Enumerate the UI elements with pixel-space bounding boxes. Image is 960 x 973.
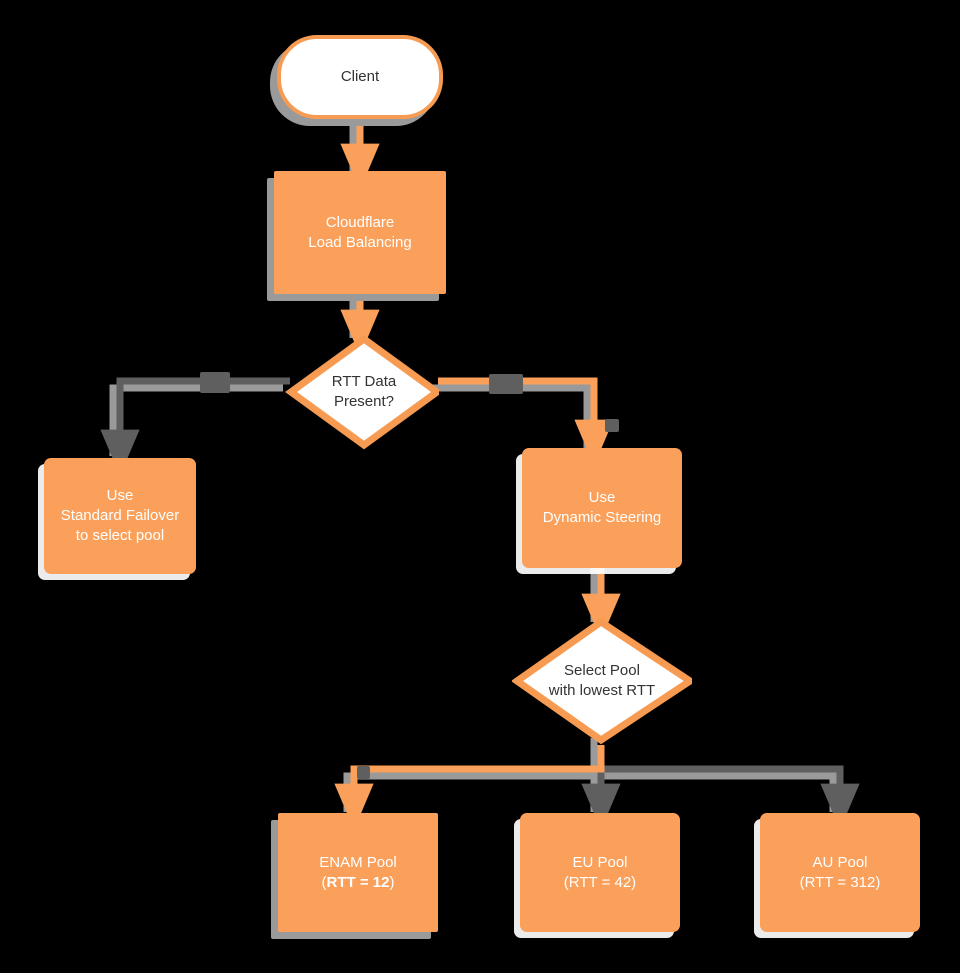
node-load-balancing[interactable]: Cloudflare Load Balancing xyxy=(274,171,446,294)
node-standard-failover[interactable]: Use Standard Failover to select pool xyxy=(44,458,196,574)
edge-label-enam-marker xyxy=(357,766,370,779)
node-client-label: Client xyxy=(340,68,380,86)
edge-label-decision-yes xyxy=(489,374,523,394)
edge-label-decision-no xyxy=(200,372,230,393)
rtt-decision-diamond-shape xyxy=(285,334,439,450)
node-enam-pool-rtt: RTT = 12 xyxy=(326,873,390,891)
node-dynamic-steering-line1: Use xyxy=(588,489,616,507)
node-select-pool[interactable]: Select Pool with lowest RTT xyxy=(512,617,692,745)
node-client[interactable]: Client xyxy=(277,35,443,119)
edge-label-steering-marker xyxy=(605,419,619,432)
node-select-pool-line1: Select Pool xyxy=(564,662,640,680)
node-au-pool-line1: AU Pool xyxy=(812,853,868,871)
select-pool-diamond-shape xyxy=(512,617,692,745)
node-au-pool[interactable]: AU Pool (RTT = 312) xyxy=(760,813,920,932)
node-load-balancing-line1: Cloudflare xyxy=(325,213,395,231)
edge-decision-to-failover xyxy=(100,377,290,476)
node-rtt-decision-label: RTT Data Present? xyxy=(281,333,443,451)
node-enam-pool[interactable]: ENAM Pool (RTT = 12) xyxy=(278,813,438,932)
node-select-pool-label: Select Pool with lowest RTT xyxy=(512,617,692,745)
edge-label-eu-marker xyxy=(595,786,608,800)
node-standard-failover-line1: Use xyxy=(106,487,134,505)
node-dynamic-steering[interactable]: Use Dynamic Steering xyxy=(522,448,682,568)
node-standard-failover-line3: to select pool xyxy=(75,526,165,544)
node-eu-pool-line1: EU Pool xyxy=(572,853,628,871)
node-load-balancing-line2: Load Balancing xyxy=(308,233,412,251)
node-rtt-decision-line1: RTT Data xyxy=(331,373,397,391)
node-eu-pool[interactable]: EU Pool (RTT = 42) xyxy=(520,813,680,932)
node-rtt-decision[interactable]: RTT Data Present? xyxy=(281,333,439,451)
node-enam-pool-line2: (RTT = 12) xyxy=(321,873,395,891)
node-dynamic-steering-line2: Dynamic Steering xyxy=(542,509,662,526)
edge-selectpool-to-enam xyxy=(334,745,605,830)
node-select-pool-line2: with lowest RTT xyxy=(548,682,656,699)
node-standard-failover-line2: Standard Failover xyxy=(60,507,180,525)
node-au-pool-line2: (RTT = 312) xyxy=(799,873,881,891)
node-eu-pool-line2: (RTT = 42) xyxy=(563,873,637,891)
edge-label-au-marker xyxy=(834,786,847,800)
node-enam-pool-line1: ENAM Pool xyxy=(319,853,397,871)
node-rtt-decision-line2: Present? xyxy=(333,393,395,410)
